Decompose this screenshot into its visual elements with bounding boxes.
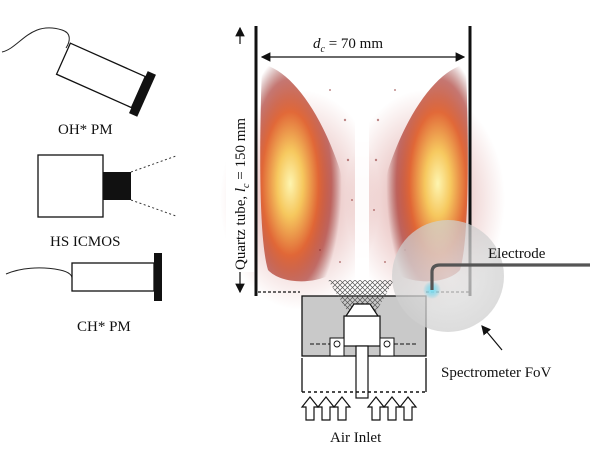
camera-lens bbox=[103, 172, 131, 200]
length-dimension: Quartz tube, lc = 150 mm bbox=[226, 26, 254, 294]
air-inlet-label: Air Inlet bbox=[330, 430, 382, 446]
burner-head bbox=[301, 280, 427, 399]
nozzle-body bbox=[343, 315, 381, 347]
fuel-lance bbox=[355, 345, 369, 399]
diameter-dimension: dc = 70 mm bbox=[260, 30, 466, 62]
oh-pm-cable bbox=[1, 27, 70, 53]
central-jet bbox=[355, 62, 369, 284]
oh-pm-label: OH* PM bbox=[58, 122, 113, 138]
ch-pm-label: CH* PM bbox=[77, 319, 131, 335]
fov-pointer bbox=[481, 325, 503, 351]
length-subscript: c bbox=[241, 183, 252, 188]
hs-icmos-label: HS ICMOS bbox=[50, 234, 120, 250]
air-inlet-arrows: Air Inlet bbox=[300, 396, 418, 446]
swirler-cone bbox=[328, 280, 394, 312]
camera-body bbox=[37, 154, 104, 218]
length-prefix: Quartz tube, bbox=[233, 192, 249, 270]
oh-pm-detector: OH* PM bbox=[1, 27, 156, 138]
oh-pm-body bbox=[55, 42, 147, 109]
electrode-label: Electrode bbox=[488, 246, 546, 262]
length-symbol: l bbox=[233, 188, 249, 192]
fov-circle bbox=[392, 220, 504, 332]
ch-pm-lens bbox=[154, 253, 162, 301]
spectrometer-fov-label: Spectrometer FoV bbox=[441, 365, 552, 381]
nozzle-tip bbox=[344, 303, 380, 317]
camera-fov-line-bottom bbox=[130, 199, 177, 217]
length-value: = 150 mm bbox=[233, 118, 249, 184]
diameter-label: dc = 70 mm bbox=[313, 36, 383, 55]
ch-pm-body bbox=[71, 262, 155, 292]
flame-left-lobe bbox=[260, 64, 346, 282]
ch-pm-cable bbox=[5, 267, 73, 279]
oh-pm-lens bbox=[129, 71, 156, 117]
ch-pm-detector: CH* PM bbox=[5, 253, 162, 335]
spectrometer-fov: Electrode Spectrometer FoV bbox=[392, 220, 590, 381]
diameter-value: = 70 mm bbox=[325, 36, 383, 52]
length-label: Quartz tube, lc = 150 mm bbox=[233, 118, 252, 270]
hs-icmos-camera: HS ICMOS bbox=[37, 154, 177, 250]
electrode-wire bbox=[430, 263, 590, 290]
diameter-subscript: c bbox=[321, 44, 326, 55]
camera-fov-line-top bbox=[130, 155, 177, 173]
diameter-symbol: d bbox=[313, 36, 321, 52]
